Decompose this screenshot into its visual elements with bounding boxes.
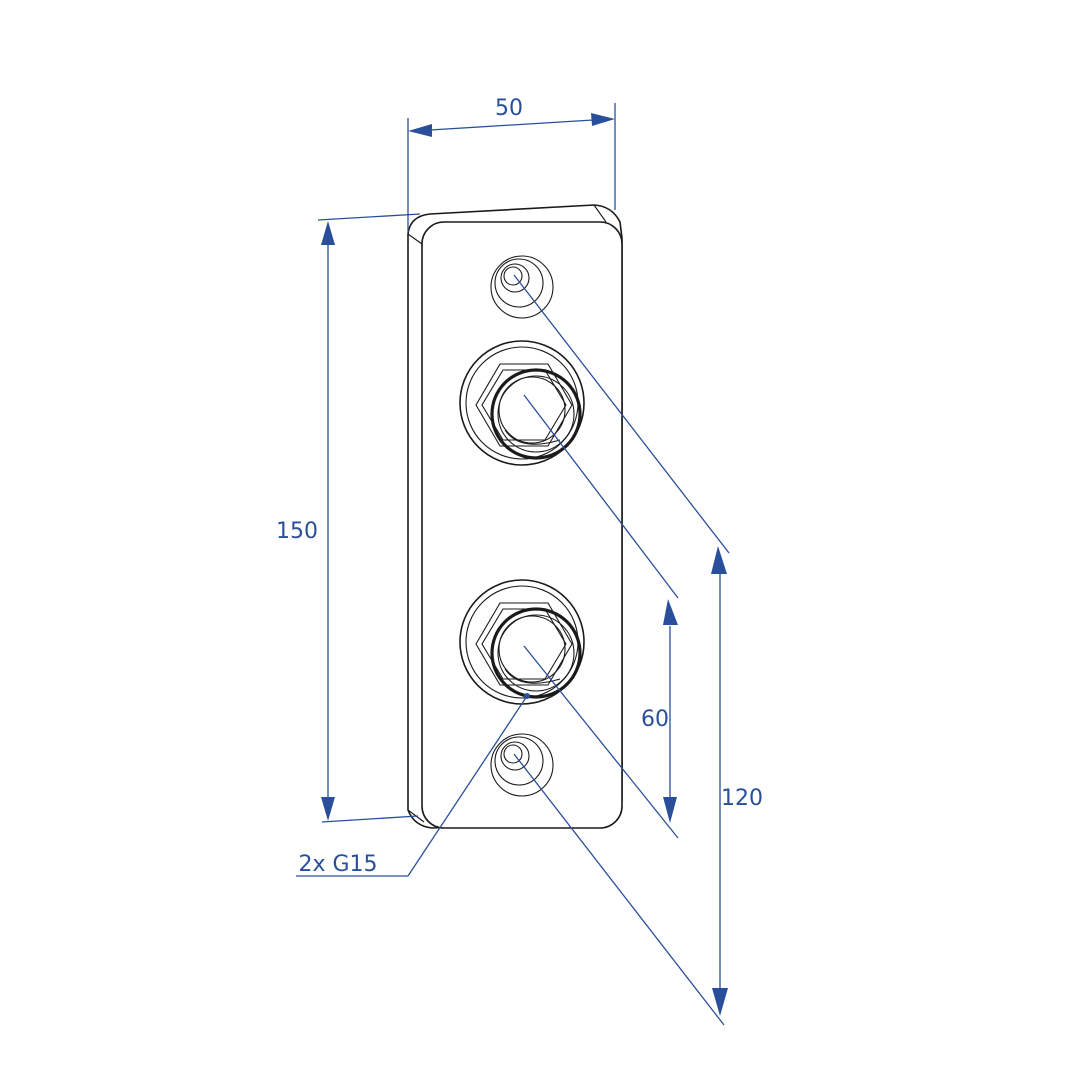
dimension-width-label: 50 bbox=[495, 96, 523, 121]
dimension-fitting-spacing-label: 60 bbox=[641, 707, 669, 732]
dimension-height: 150 bbox=[276, 213, 421, 823]
screw-hole-bottom bbox=[490, 733, 554, 797]
screw-hole-top bbox=[490, 255, 554, 319]
dimension-fitting-spacing: 60 bbox=[523, 394, 679, 839]
pipe-fitting-top bbox=[459, 340, 585, 466]
dimension-hole-spacing-label: 120 bbox=[721, 786, 763, 811]
pipe-fitting-bottom bbox=[459, 579, 585, 705]
dimension-width: 50 bbox=[407, 96, 616, 232]
thread-callout: 2x G15 bbox=[296, 693, 530, 877]
dimension-hole-spacing: 120 bbox=[513, 274, 763, 1026]
dimension-height-label: 150 bbox=[276, 519, 318, 544]
thread-callout-label: 2x G15 bbox=[298, 852, 377, 877]
